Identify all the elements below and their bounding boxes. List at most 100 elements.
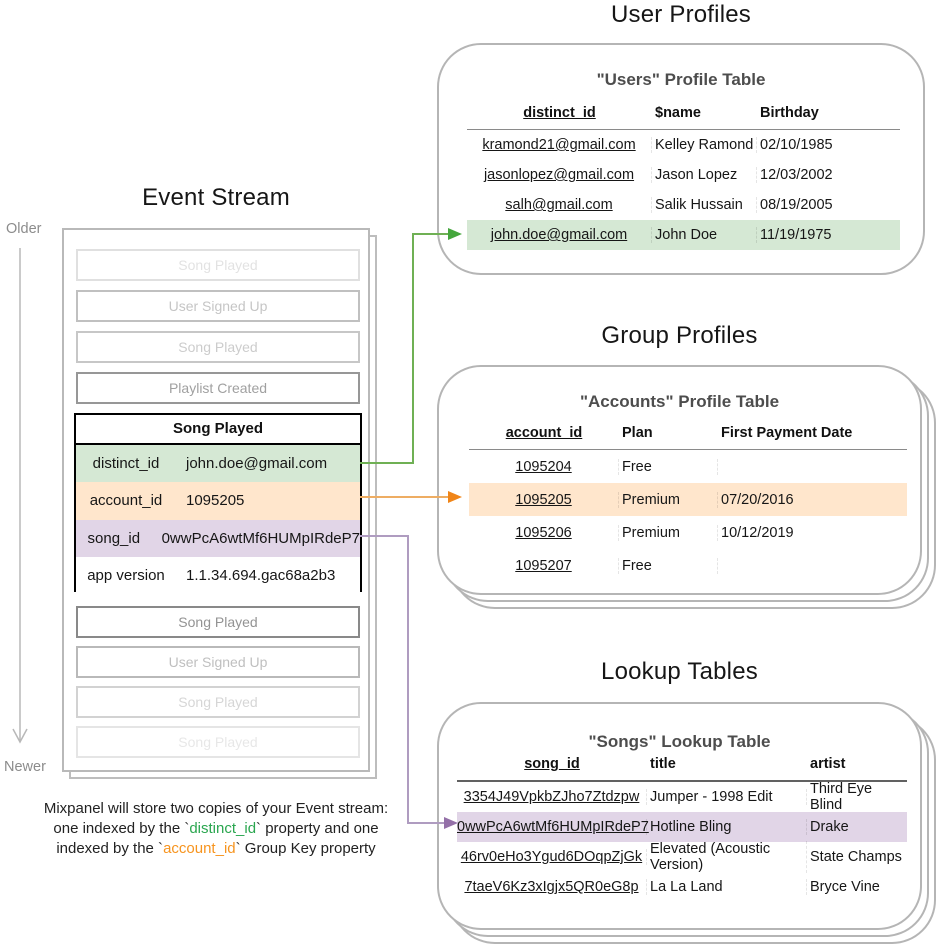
event-box-faded: Song Played xyxy=(76,606,360,638)
cell-first-payment-date: 07/20/2016 xyxy=(721,491,794,508)
column-header-name: $name xyxy=(655,105,701,121)
cell-distinct-id: salh@gmail.com xyxy=(467,197,652,213)
cell-artist: Drake xyxy=(810,819,849,835)
cell-name: Jason Lopez xyxy=(652,167,757,183)
cell-plan: Premium xyxy=(619,491,718,508)
lookup-tables-title: Lookup Tables xyxy=(601,658,758,685)
cell-artist: Bryce Vine xyxy=(810,879,880,895)
header-rule xyxy=(467,129,900,130)
caption-distinct-id: distinct_id xyxy=(189,820,257,837)
cell-plan: Free xyxy=(619,458,718,475)
table-row-highlighted-green: john.doe@gmail.com John Doe 11/19/1975 xyxy=(467,220,900,250)
cell-name: Salik Hussain xyxy=(652,197,757,213)
table-row: salh@gmail.com Salik Hussain 08/19/2005 xyxy=(467,190,900,220)
property-key: song_id xyxy=(87,529,141,547)
songs-table: song_id title artist 3354J49VpkbZJho7Ztd… xyxy=(457,756,907,902)
users-table: distinct_id $name Birthday kramond21@gma… xyxy=(467,105,900,250)
event-property-row-account-id: account_id 1095205 xyxy=(76,482,360,520)
users-table-title: "Users" Profile Table xyxy=(596,70,766,89)
property-key: app version xyxy=(87,566,165,584)
cell-account-id: 1095206 xyxy=(469,524,619,541)
cell-artist: State Champs xyxy=(810,849,902,865)
event-property-row-song-id: song_id 0wwPcA6wtMf6HUMpIRdeP7 xyxy=(76,519,360,557)
cell-plan: Free xyxy=(619,557,718,574)
event-box-faded: Song Played xyxy=(76,249,360,281)
cell-song-id: 3354J49VpkbZJho7Ztdzpw xyxy=(457,789,647,805)
cell-name: Kelley Ramond xyxy=(652,137,757,153)
table-row-highlighted-orange: 1095205 Premium 07/20/2016 xyxy=(469,483,907,516)
songs-table-title: "Songs" Lookup Table xyxy=(588,732,771,751)
event-box-faded: Playlist Created xyxy=(76,372,360,404)
property-key: distinct_id xyxy=(92,455,160,473)
caption-line3-post: ` Group Key property xyxy=(235,840,376,857)
column-header-account-id: account_id xyxy=(505,425,583,441)
caption-account-id: account_id xyxy=(163,840,236,857)
users-table-header: distinct_id $name Birthday xyxy=(467,105,900,129)
table-row: 1095204 Free xyxy=(469,450,907,483)
table-row: jasonlopez@gmail.com Jason Lopez 12/03/2… xyxy=(467,160,900,190)
cell-song-id: 0wwPcA6wtMf6HUMpIRdeP7 xyxy=(457,819,649,835)
user-profiles-title: User Profiles xyxy=(611,1,751,28)
column-header-artist: artist xyxy=(810,756,846,772)
column-header-title: title xyxy=(650,756,676,772)
table-row: 1095207 Free xyxy=(469,549,907,582)
cell-first-payment-date: 10/12/2019 xyxy=(721,524,794,541)
column-header-song-id: song_id xyxy=(524,756,580,772)
event-property-row-app-version: app version 1.1.34.694.gac68a2b3 xyxy=(76,556,360,594)
cell-birthday: 11/19/1975 xyxy=(760,227,832,243)
event-box-faded: Song Played xyxy=(76,726,360,758)
caption-line3-pre: indexed by the ` xyxy=(56,840,164,857)
column-header-birthday: Birthday xyxy=(760,105,819,121)
table-row: 1095206 Premium 10/12/2019 xyxy=(469,516,907,549)
cell-artist: Third Eye Blind xyxy=(810,781,873,813)
column-header-distinct-id: distinct_id xyxy=(523,105,596,121)
cell-plan: Premium xyxy=(619,524,718,541)
older-label: Older xyxy=(6,221,42,237)
caption-line1: Mixpanel will store two copies of your E… xyxy=(43,800,389,817)
cell-title: Elevated (Acoustic Version) xyxy=(647,841,807,873)
cell-birthday: 02/10/1985 xyxy=(760,137,833,153)
cell-title: Hotline Bling xyxy=(647,819,807,835)
table-row: 46rv0eHo3Ygud6DOqpZjGk Elevated (Acousti… xyxy=(457,841,907,873)
header-rule xyxy=(457,780,907,782)
event-card-title: Song Played xyxy=(76,415,360,445)
cell-distinct-id: jasonlopez@gmail.com xyxy=(467,167,652,183)
user-profiles-card: "Users" Profile Table distinct_id $name … xyxy=(437,43,925,275)
cell-title: Jumper - 1998 Edit xyxy=(647,789,807,805)
cell-name: John Doe xyxy=(652,227,757,243)
caption: Mixpanel will store two copies of your E… xyxy=(26,799,406,859)
table-row: kramond21@gmail.com Kelley Ramond 02/10/… xyxy=(467,130,900,160)
cell-account-id: 1095204 xyxy=(469,458,619,475)
event-stream-title: Event Stream xyxy=(142,184,290,211)
cell-title: La La Land xyxy=(647,879,807,895)
cell-song-id: 46rv0eHo3Ygud6DOqpZjGk xyxy=(457,849,647,865)
accounts-table: account_id Plan First Payment Date 10952… xyxy=(469,425,907,582)
accounts-table-title: "Accounts" Profile Table xyxy=(579,392,780,411)
event-box-faded: User Signed Up xyxy=(76,646,360,678)
table-row: 3354J49VpkbZJho7Ztdzpw Jumper - 1998 Edi… xyxy=(457,781,907,813)
cell-distinct-id: kramond21@gmail.com xyxy=(467,137,652,153)
event-box-faded: Song Played xyxy=(76,331,360,363)
column-header-plan: Plan xyxy=(622,425,653,441)
property-value: 0wwPcA6wtMf6HUMpIRdeP7 xyxy=(161,529,360,547)
caption-line2-pre: one indexed by the ` xyxy=(53,820,190,837)
table-row: 7taeV6Kz3xIgjx5QR0eG8p La La Land Bryce … xyxy=(457,872,907,902)
property-value: john.doe@gmail.com xyxy=(186,455,328,473)
event-box-faded: User Signed Up xyxy=(76,290,360,322)
cell-account-id: 1095207 xyxy=(469,557,619,574)
expanded-event-card: Song Played distinct_id john.doe@gmail.c… xyxy=(74,413,362,594)
accounts-table-header: account_id Plan First Payment Date xyxy=(469,425,907,449)
songs-table-header: song_id title artist xyxy=(457,756,907,780)
event-box-faded: Song Played xyxy=(76,686,360,718)
cell-song-id: 7taeV6Kz3xIgjx5QR0eG8p xyxy=(457,879,647,895)
event-stream-container: Song Played User Signed Up Song Played P… xyxy=(62,228,370,772)
column-header-first-payment-date: First Payment Date xyxy=(721,425,853,441)
cell-distinct-id: john.doe@gmail.com xyxy=(467,227,652,243)
lookup-tables-card: "Songs" Lookup Table song_id title artis… xyxy=(437,702,922,930)
property-key: account_id xyxy=(89,492,163,510)
newer-label: Newer xyxy=(4,759,46,775)
timeline-arrow xyxy=(12,248,28,744)
property-value: 1095205 xyxy=(186,492,245,510)
cell-birthday: 08/19/2005 xyxy=(760,197,833,213)
